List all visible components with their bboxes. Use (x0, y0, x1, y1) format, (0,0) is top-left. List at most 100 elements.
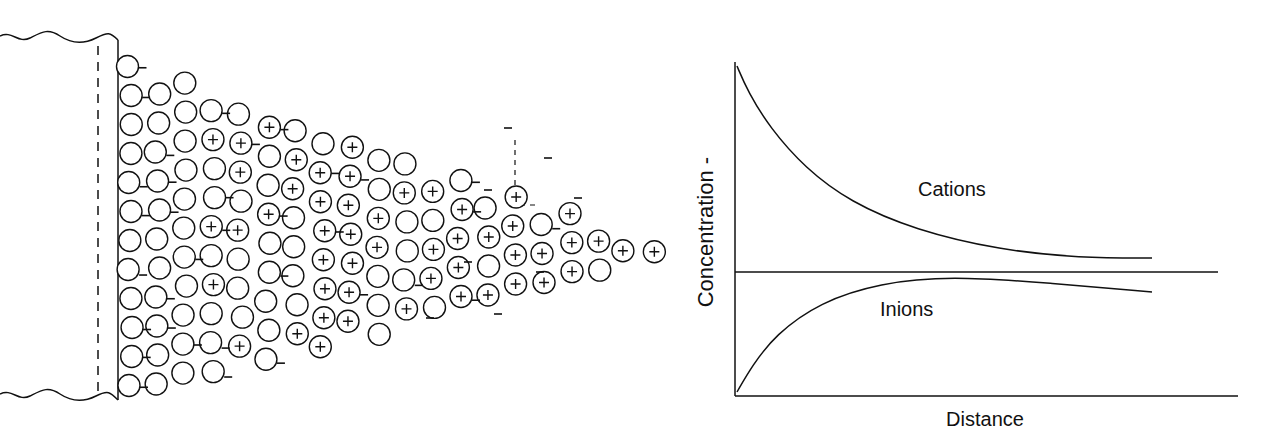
minus-sign (360, 294, 368, 296)
ion-circle (312, 133, 334, 155)
ion-circle (173, 188, 195, 210)
ion-circle (341, 252, 363, 274)
plus-sign (345, 171, 355, 181)
plus-sign (343, 316, 353, 326)
ion-circle (338, 281, 360, 303)
minus-sign (226, 197, 234, 199)
minus-sign (280, 215, 288, 217)
minus-sign (280, 129, 288, 131)
ion-circle (149, 257, 171, 279)
ion-circle (229, 161, 251, 183)
ion-circle (175, 159, 197, 181)
ion-circle (313, 307, 335, 329)
ion-circle (255, 348, 277, 370)
plus-sign (565, 209, 575, 219)
wall-surface (117, 40, 119, 400)
ion-circle (283, 236, 305, 258)
minus-sign (415, 285, 423, 287)
minus-sign (142, 97, 150, 99)
ion-circle (561, 261, 583, 283)
plus-sign (373, 213, 383, 223)
plus-sign (319, 313, 329, 323)
ion-circle (588, 230, 610, 252)
ion-circle (559, 203, 581, 225)
minus-sign (552, 228, 560, 230)
ion-circle (561, 232, 583, 254)
wall-edge (0, 32, 118, 43)
minus-sign (140, 186, 148, 188)
ion-circle (120, 201, 142, 223)
ion-circle (173, 217, 195, 239)
ion-circle (367, 207, 389, 229)
ion-circle (146, 315, 168, 337)
ion-circle (119, 230, 141, 252)
plus-sign (567, 267, 577, 277)
ion-circle (368, 149, 390, 171)
ion-circle (422, 238, 444, 260)
plus-sign (320, 226, 330, 236)
ion-circle (533, 272, 555, 294)
plus-sign (399, 188, 409, 198)
ion-circle (309, 162, 331, 184)
minus-sign (140, 386, 148, 388)
plus-sign (428, 186, 438, 196)
ion-circle (148, 112, 170, 134)
ion-circle (227, 277, 249, 299)
minus-sign (143, 329, 151, 331)
minus-sign (494, 313, 502, 315)
plus-sign (508, 221, 518, 231)
plus-sign (402, 304, 412, 314)
ion-circle (172, 304, 194, 326)
minus-sign (544, 157, 552, 159)
ion-circle (202, 361, 224, 383)
plus-sign (539, 278, 549, 288)
ion-circle (396, 240, 418, 262)
ion-circle (423, 296, 445, 318)
ion-circle (285, 149, 307, 171)
ion-circle (340, 223, 362, 245)
ion-circle (200, 216, 222, 238)
ion-circle (146, 228, 168, 250)
cation-curve (737, 66, 1152, 258)
ion-circle (312, 249, 334, 271)
plus-sign (344, 287, 354, 297)
ion-circle (502, 215, 524, 237)
ion-circle (314, 220, 336, 242)
ion-circle (451, 198, 473, 220)
plus-sign (567, 238, 577, 248)
ion-circle (202, 129, 224, 151)
minus-sign (142, 215, 150, 217)
ion-circle (393, 269, 415, 291)
plus-sign (456, 291, 466, 301)
plus-sign (537, 249, 547, 259)
minus-sign (222, 113, 230, 115)
minus-sign (139, 67, 147, 69)
plus-sign (428, 244, 438, 254)
ion-circle (396, 211, 418, 233)
curve-label: Inions (880, 298, 933, 320)
minus-sign (168, 327, 176, 329)
minus-sign (504, 127, 512, 129)
ion-circle (341, 136, 363, 158)
plus-sign (347, 142, 357, 152)
plus-sign (343, 200, 353, 210)
ion-circle (202, 274, 224, 296)
plus-sign (315, 197, 325, 207)
plus-sign (320, 284, 330, 294)
y-axis (734, 62, 736, 396)
ion-circle (367, 294, 389, 316)
ion-circle (145, 373, 167, 395)
ion-circle (230, 132, 252, 154)
ion-circle (204, 187, 226, 209)
ion-circle (531, 243, 553, 265)
ion-circle (284, 120, 306, 142)
ion-circle (229, 335, 251, 357)
ion-circle (257, 174, 279, 196)
ion-circle (172, 362, 194, 384)
plus-sign (649, 247, 659, 257)
ion-circle (117, 259, 139, 281)
plus-sign (208, 135, 218, 145)
anion-curve (737, 278, 1152, 392)
minus-sign (169, 181, 177, 183)
plus-sign (206, 222, 216, 232)
